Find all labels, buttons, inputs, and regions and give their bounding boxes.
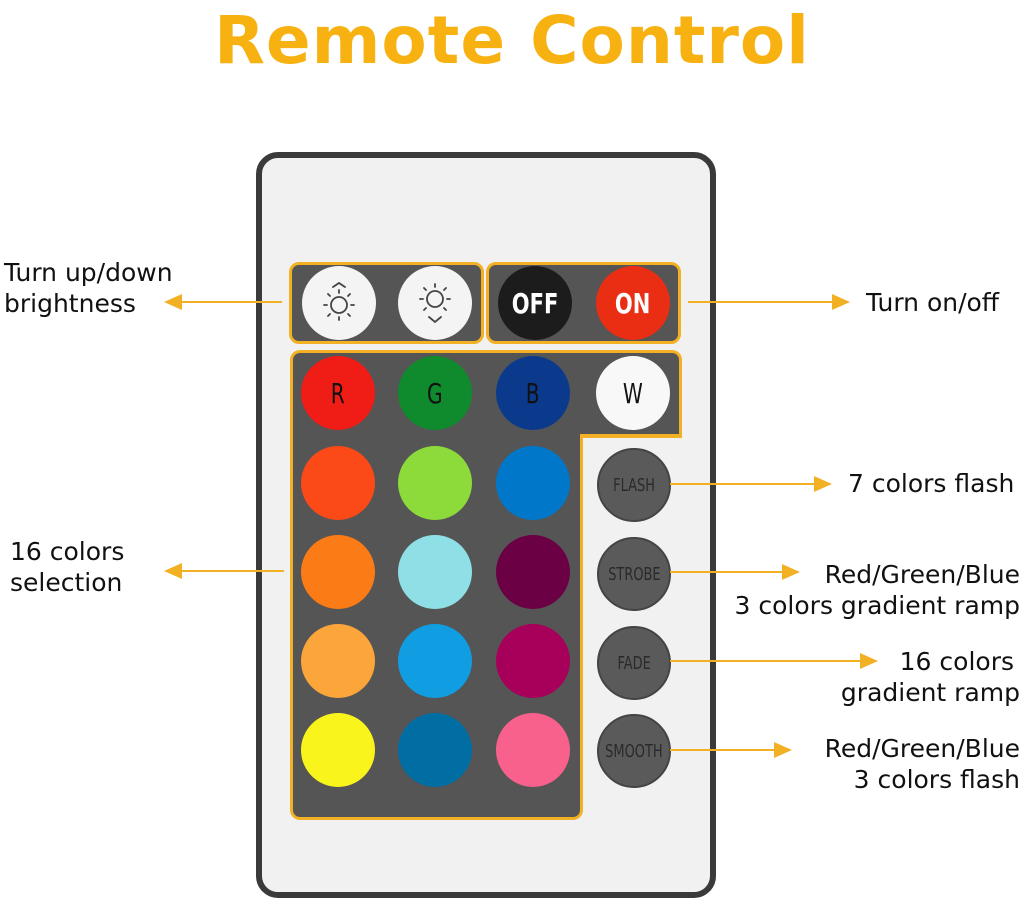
sun-arrow-up-icon bbox=[323, 281, 355, 321]
strobe-callout-line1: Red/Green/Blue bbox=[824, 560, 1020, 589]
smooth-callout-line2: 3 colors flash bbox=[853, 765, 1020, 794]
brightness-callout-line2: brightness bbox=[4, 289, 136, 318]
green-button[interactable]: G bbox=[398, 356, 472, 430]
strobe-button[interactable]: STROBE bbox=[597, 537, 671, 611]
color-button-6[interactable] bbox=[496, 535, 570, 609]
smooth-callout-line1: Red/Green/Blue bbox=[824, 734, 1020, 763]
blue-label: B bbox=[526, 376, 540, 410]
panel-fill bbox=[293, 434, 580, 440]
brightness-callout: Turn up/down brightness bbox=[4, 257, 173, 319]
flash-button[interactable]: FLASH bbox=[597, 448, 671, 522]
on-button[interactable]: ON bbox=[596, 266, 670, 340]
colors-callout-line2: selection bbox=[10, 568, 123, 597]
color-button-10[interactable] bbox=[301, 713, 375, 787]
on-label: ON bbox=[615, 286, 651, 320]
sun-arrow-down-icon bbox=[419, 283, 451, 324]
strobe-callout-line2: 3 colors gradient ramp bbox=[734, 591, 1020, 620]
color-button-8[interactable] bbox=[398, 624, 472, 698]
fade-callout-line2: gradient ramp bbox=[840, 678, 1020, 707]
off-button[interactable]: OFF bbox=[498, 266, 572, 340]
blue-button[interactable]: B bbox=[496, 356, 570, 430]
smooth-callout: Red/Green/Blue 3 colors flash bbox=[825, 733, 1020, 795]
brightness-up-button[interactable] bbox=[302, 266, 376, 340]
red-label: R bbox=[330, 376, 346, 410]
panel-edge bbox=[580, 434, 682, 438]
fade-button[interactable]: FADE bbox=[597, 626, 671, 700]
page-title: Remote Control bbox=[214, 2, 810, 79]
color-button-1[interactable] bbox=[301, 446, 375, 520]
color-button-4[interactable] bbox=[301, 535, 375, 609]
brightness-down-button[interactable] bbox=[398, 266, 472, 340]
color-button-12[interactable] bbox=[496, 713, 570, 787]
green-label: G bbox=[427, 376, 443, 410]
brightness-callout-line1: Turn up/down bbox=[4, 258, 173, 287]
white-label: W bbox=[623, 376, 643, 410]
colors-callout-line1: 16 colors bbox=[10, 537, 125, 566]
color-button-11[interactable] bbox=[398, 713, 472, 787]
power-callout: Turn on/off bbox=[866, 288, 1000, 317]
colors-callout: 16 colors selection bbox=[10, 536, 124, 598]
color-button-2[interactable] bbox=[398, 446, 472, 520]
fade-label: FADE bbox=[617, 652, 651, 674]
flash-label: FLASH bbox=[613, 474, 655, 496]
color-button-5[interactable] bbox=[398, 535, 472, 609]
color-button-7[interactable] bbox=[301, 624, 375, 698]
red-button[interactable]: R bbox=[301, 356, 375, 430]
strobe-label: STROBE bbox=[607, 563, 661, 585]
smooth-label: SMOOTH bbox=[605, 740, 663, 762]
strobe-callout: Red/Green/Blue 3 colors gradient ramp bbox=[735, 559, 1020, 621]
off-label: OFF bbox=[511, 286, 559, 320]
flash-callout: 7 colors flash bbox=[848, 469, 1015, 498]
fade-callout: 16 colors gradient ramp bbox=[841, 646, 1020, 708]
fade-callout-line1: 16 colors bbox=[899, 647, 1014, 676]
color-button-9[interactable] bbox=[496, 624, 570, 698]
white-button[interactable]: W bbox=[596, 356, 670, 430]
color-button-3[interactable] bbox=[496, 446, 570, 520]
